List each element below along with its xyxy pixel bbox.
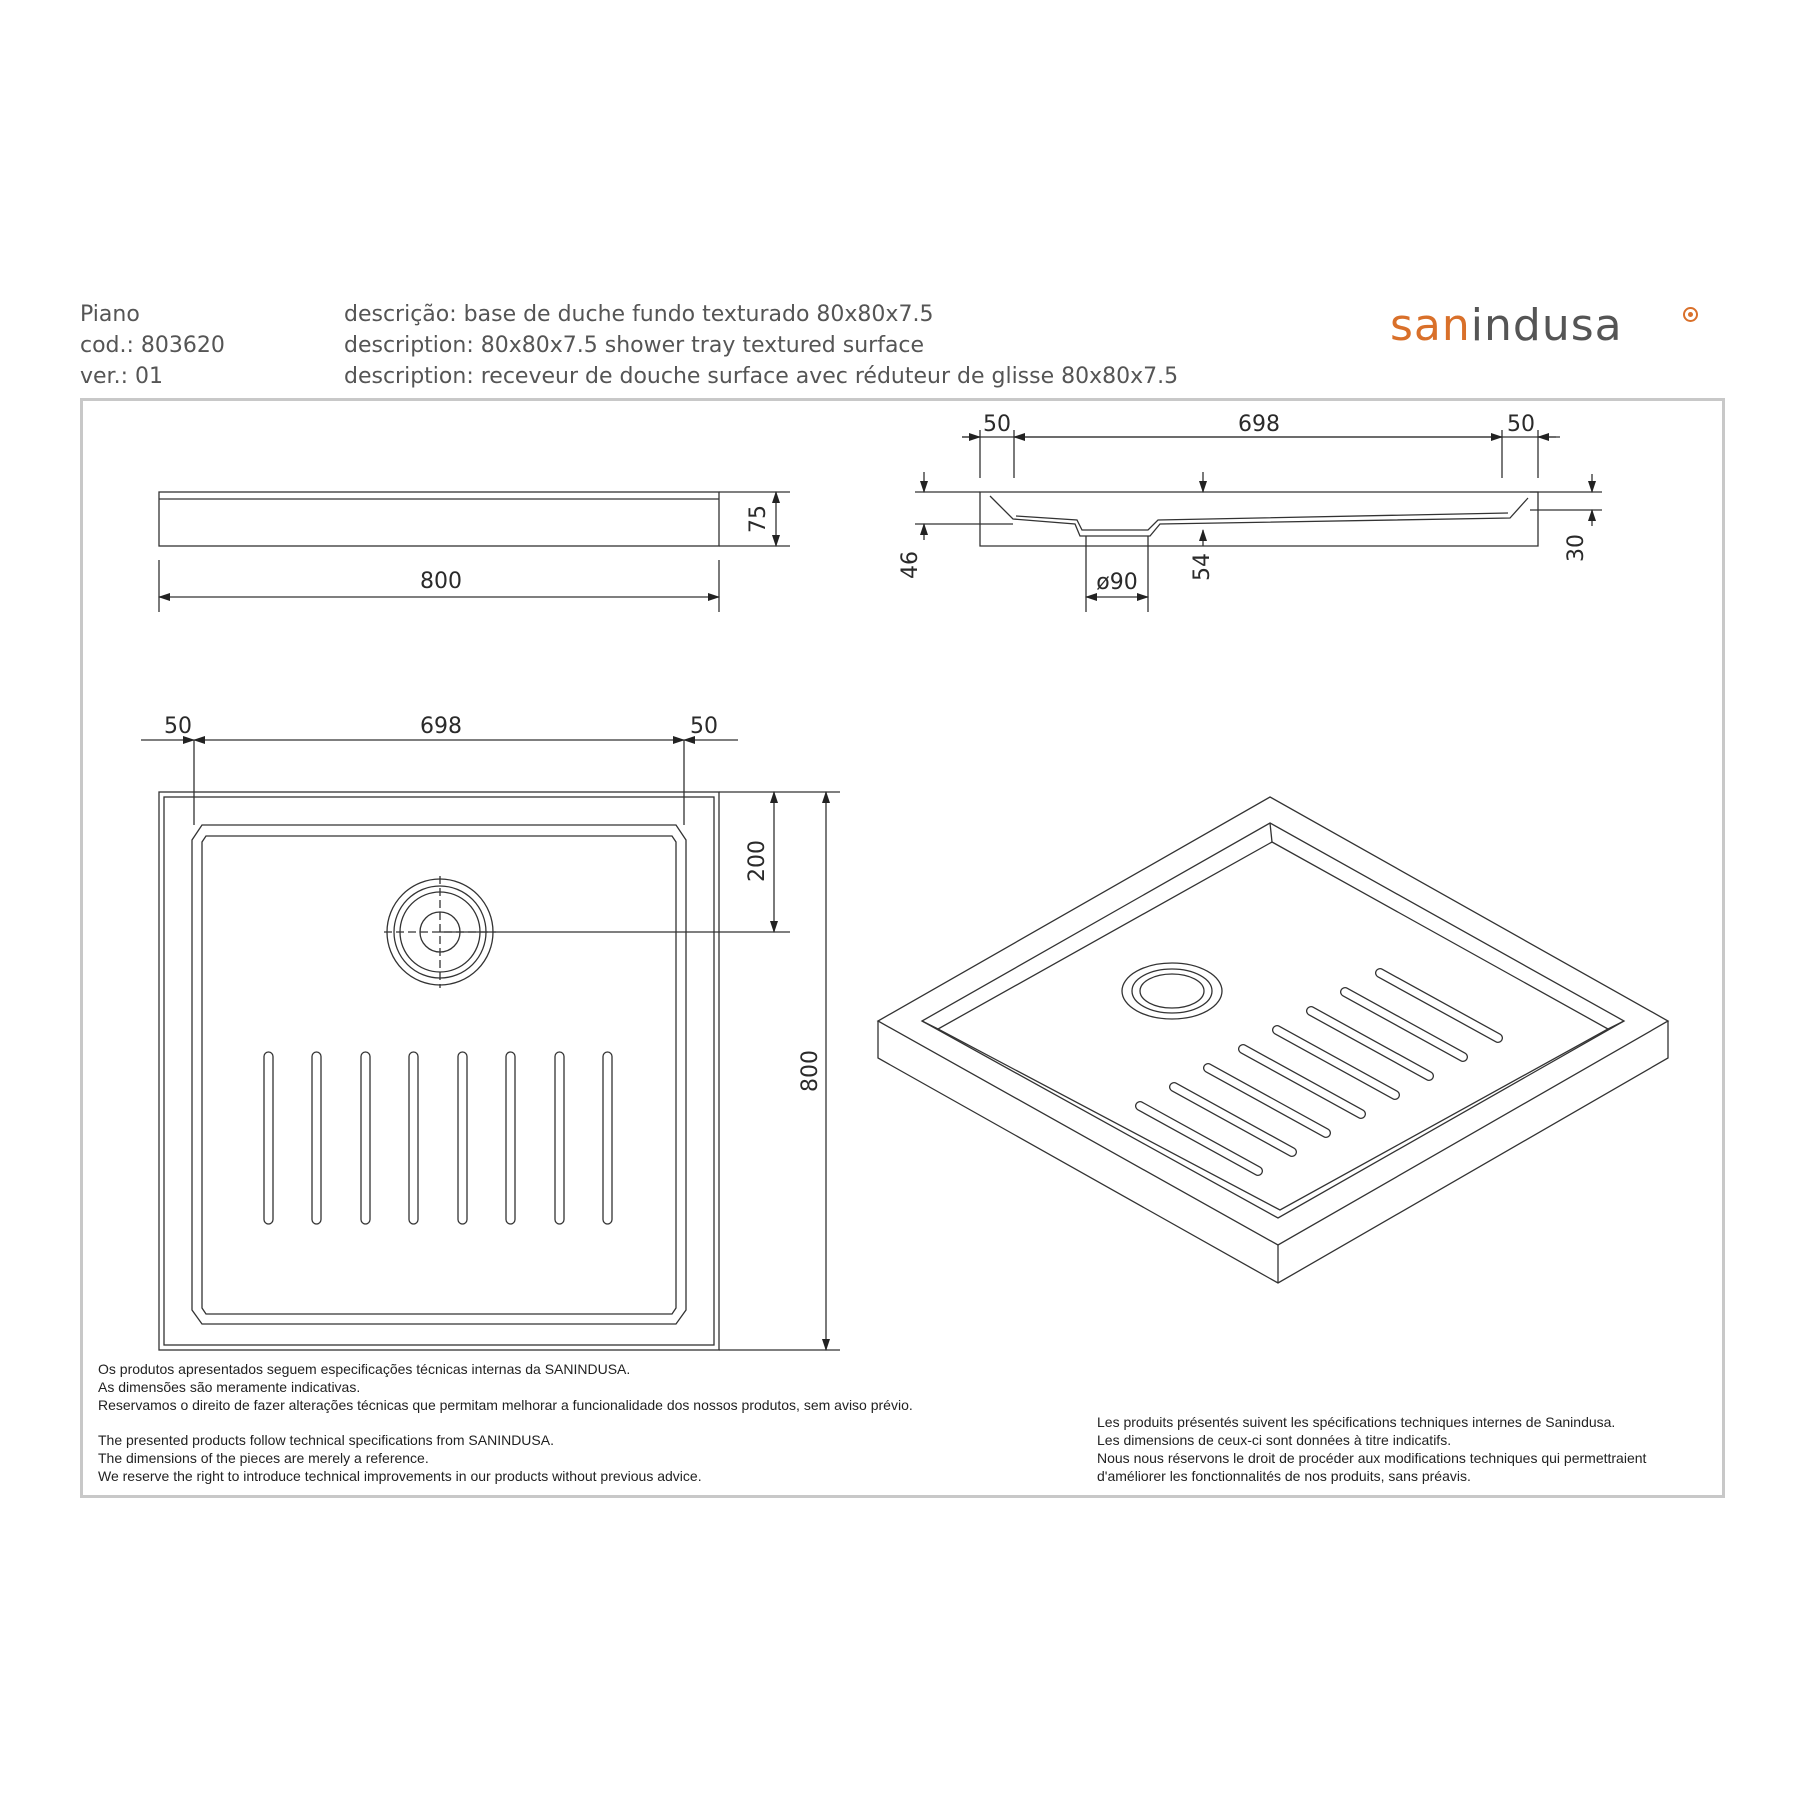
drawing-frame	[80, 398, 1725, 1498]
notes-english: The presented products follow technical …	[98, 1431, 702, 1485]
note-en-2: The dimensions of the pieces are merely …	[98, 1450, 429, 1466]
note-fr-4: d'améliorer les fonctionnalités de nos p…	[1097, 1468, 1471, 1484]
dim-front-height: 75	[746, 505, 771, 533]
dim-section-drain-diameter: ø90	[1096, 570, 1137, 595]
description-en: description: 80x80x7.5 shower tray textu…	[344, 333, 925, 358]
dim-plan-height: 800	[798, 1050, 823, 1092]
dim-plan-inner: 698	[420, 714, 462, 739]
note-en-1: The presented products follow technical …	[98, 1432, 554, 1448]
logo-part-indusa: indusa	[1470, 300, 1623, 351]
model-name: Piano	[80, 302, 140, 327]
dim-section-drain-depth: 54	[1190, 553, 1215, 581]
notes-french: Les produits présentés suivent les spéci…	[1097, 1413, 1646, 1485]
logo-mark-icon	[1683, 307, 1698, 322]
dim-section-inner: 698	[1238, 412, 1280, 437]
note-pt-2: As dimensões são meramente indicativas.	[98, 1379, 361, 1395]
iso-slots	[1135, 968, 1503, 1176]
dim-section-right-depth: 30	[1564, 534, 1589, 562]
dim-section-left-depth: 46	[898, 551, 923, 579]
header-left: Piano cod.: 803620 ver.: 01	[80, 300, 225, 393]
description-fr: description: receveur de douche surface …	[344, 364, 1179, 389]
dim-section-right-rim: 50	[1507, 412, 1535, 437]
note-fr-3: Nous nous réservons le droit de procéder…	[1097, 1450, 1647, 1466]
iso-drain	[1121, 962, 1223, 1020]
logo-part-san: san	[1390, 300, 1471, 351]
note-pt-3: Reservamos o direito de fazer alterações…	[98, 1397, 913, 1413]
dim-section-left-rim: 50	[983, 412, 1011, 437]
description-pt: descrição: base de duche fundo texturado…	[344, 302, 934, 327]
product-code: cod.: 803620	[80, 333, 225, 358]
sanindusa-logo: sanindusa	[1390, 300, 1623, 351]
note-en-3: We reserve the right to introduce techni…	[98, 1468, 702, 1484]
dim-plan-drain-offset: 200	[745, 840, 770, 882]
note-fr-1: Les produits présentés suivent les spéci…	[1097, 1414, 1616, 1430]
dim-plan-right-rim: 50	[690, 714, 718, 739]
front-view	[158, 491, 790, 612]
header-descriptions: descrição: base de duche fundo texturado…	[344, 300, 1178, 393]
version: ver.: 01	[80, 364, 163, 389]
dimension-labels: 800 75 50 698 50 46 54 ø90 30 50 698 50 …	[164, 412, 1589, 1092]
dim-plan-left-rim: 50	[164, 714, 192, 739]
notes-portuguese: Os produtos apresentados seguem especifi…	[98, 1360, 913, 1414]
isometric-view	[876, 796, 1670, 1284]
note-pt-1: Os produtos apresentados seguem especifi…	[98, 1361, 631, 1377]
dim-front-width: 800	[420, 569, 462, 594]
plan-slots	[263, 1051, 613, 1225]
section-view	[915, 430, 1602, 612]
plan-view	[141, 736, 840, 1351]
note-fr-2: Les dimensions de ceux-ci sont données à…	[1097, 1432, 1452, 1448]
